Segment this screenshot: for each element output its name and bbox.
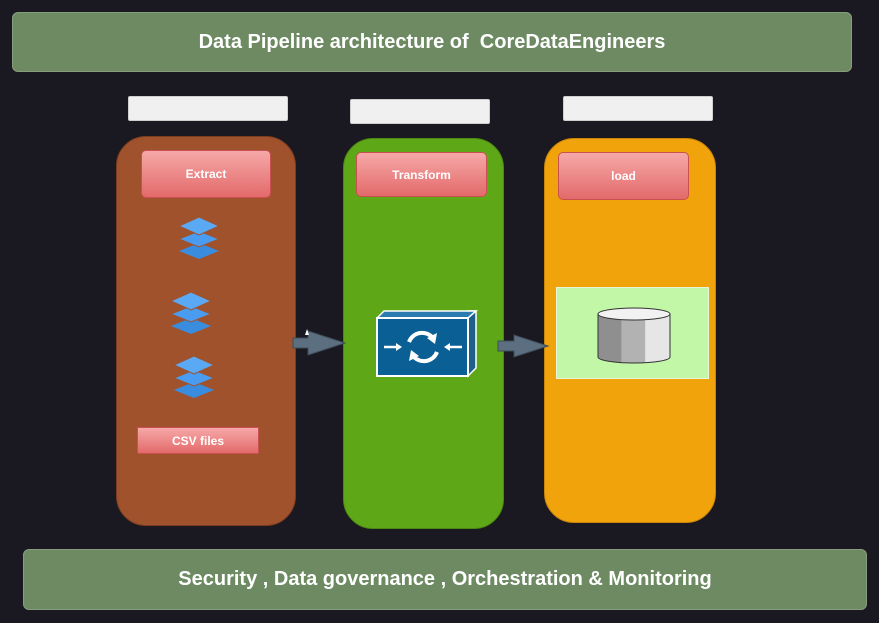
transform-header-box bbox=[350, 99, 490, 124]
layers-icon bbox=[174, 213, 224, 259]
extract-header-box bbox=[128, 96, 288, 121]
database-cylinder-icon bbox=[597, 307, 671, 365]
csv-files-text: CSV files bbox=[171, 433, 225, 448]
arrow-right-icon bbox=[290, 326, 348, 358]
diagram-title: Data Pipeline architecture of CoreDataEn… bbox=[198, 30, 666, 53]
database-panel bbox=[556, 287, 709, 379]
transform-label: Transform bbox=[356, 152, 487, 197]
load-label: load bbox=[558, 152, 689, 200]
footer-text: Security , Data governance , Orchestrati… bbox=[178, 568, 712, 590]
extract-stage bbox=[116, 136, 296, 526]
layers-icon bbox=[166, 288, 216, 334]
title-banner: Data Pipeline architecture of CoreDataEn… bbox=[12, 12, 852, 72]
load-header-box bbox=[563, 96, 713, 121]
transform-switch-icon bbox=[376, 310, 478, 378]
footer-banner: Security , Data governance , Orchestrati… bbox=[23, 549, 867, 610]
arrow-right-icon bbox=[496, 333, 552, 361]
extract-label: Extract bbox=[141, 150, 271, 198]
layers-icon bbox=[169, 352, 219, 398]
transform-label-text: Transform bbox=[392, 167, 451, 182]
csv-files-label: CSV files bbox=[137, 427, 259, 454]
load-label-text: load bbox=[611, 169, 636, 183]
extract-label-text: Extract bbox=[185, 167, 227, 181]
